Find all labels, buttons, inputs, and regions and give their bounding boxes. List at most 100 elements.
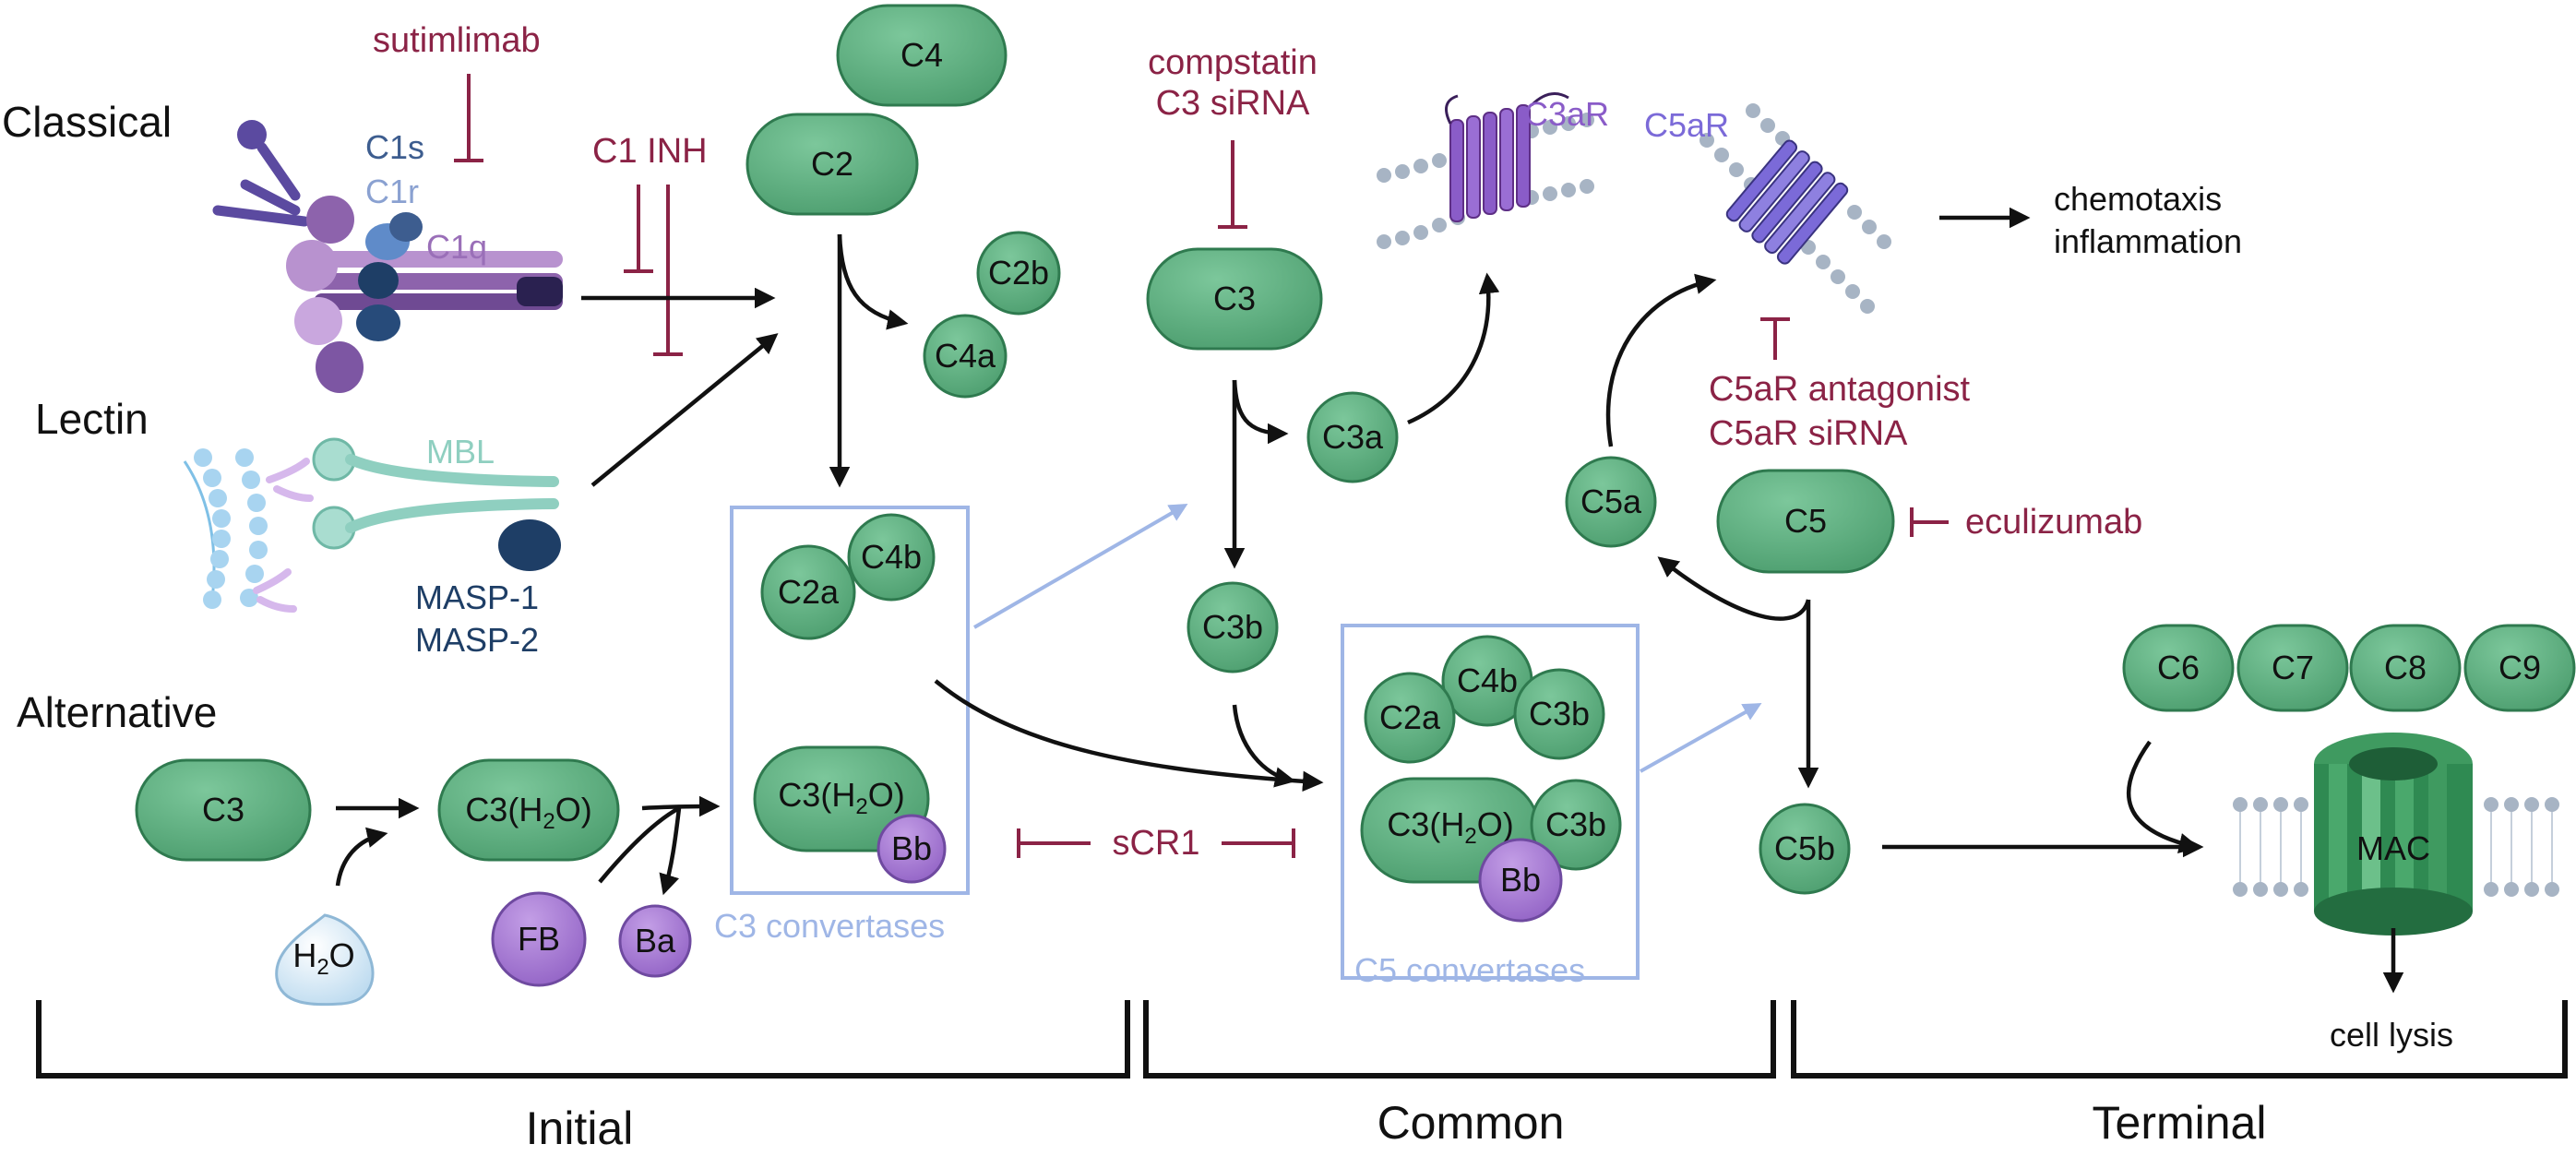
c1-inh-inhibition-marker [624, 185, 683, 356]
c4b-label: C4b [861, 538, 922, 576]
c3-protein: C3 [1146, 247, 1323, 351]
c2-to-c4a-arrow [837, 233, 909, 330]
c2-label: C2 [811, 145, 853, 183]
mac-pore-icon: MAC [2233, 733, 2559, 936]
c5-c3b-label: C3b [1529, 695, 1590, 733]
alternative-pathway-label: Alternative [17, 688, 217, 736]
c5-c2a-label: C2a [1379, 698, 1441, 736]
c1-complex-icon [286, 196, 563, 393]
c3-convertases-label: C3 convertases [714, 907, 945, 945]
compstatin-label: compstatin [1148, 43, 1318, 82]
c3b-to-c5-convertase-arrow [1232, 704, 1296, 788]
c3-sirna-label: C3 siRNA [1156, 84, 1310, 123]
c9-protein: C9 [2463, 624, 2576, 712]
bb-label: Bb [891, 829, 932, 867]
ba-label: Ba [635, 922, 676, 959]
c5a-protein: C5a [1565, 456, 1657, 548]
c3a-label: C3a [1322, 418, 1384, 456]
c1-inh-label: C1 INH [592, 132, 708, 171]
lectin-to-c2-arrow [590, 333, 779, 487]
c5-to-c5a-arrow [1657, 556, 1811, 621]
antibody-icon [212, 120, 310, 227]
c6-c9-to-mac-arrow [2126, 740, 2200, 854]
eculizumab-label: eculizumab [1965, 503, 2142, 542]
common-stage-label: Common [1377, 1097, 1565, 1149]
c5a-label: C5a [1580, 483, 1642, 520]
c6-protein: C6 [2122, 624, 2235, 712]
c5ar-label: C5aR [1644, 106, 1729, 144]
c7-label: C7 [2272, 649, 2314, 686]
c4-label: C4 [900, 36, 943, 74]
terminal-stage-bracket [1791, 1000, 2568, 1079]
ba-protein: Ba [618, 904, 692, 978]
c8-label: C8 [2384, 649, 2427, 686]
c4-protein: C4 [836, 4, 1008, 107]
c1q-label: C1q [426, 228, 487, 266]
h2o-label: H2O [292, 936, 354, 980]
c5-bb-label: Bb [1500, 861, 1541, 899]
classical-pathway-label: Classical [2, 98, 172, 146]
terminal-stage-label: Terminal [2093, 1097, 2267, 1149]
c3-convertase-to-c5-convertase-arrow [934, 679, 1324, 793]
cell-membrane-icon [183, 448, 314, 613]
c3h2o-protein: C3(H2O) [437, 758, 620, 862]
c6-label: C6 [2157, 649, 2200, 686]
water-to-reaction-arrow [335, 827, 388, 887]
c7-protein: C7 [2236, 624, 2349, 712]
common-stage-bracket [1143, 1000, 1776, 1079]
c3h2o-to-convertase-arrow [641, 795, 721, 817]
c3b-label: C3b [1202, 608, 1263, 646]
c3-to-c3a-arrow [1232, 379, 1289, 445]
c3h2o-alt-label: C3(H2O) [465, 791, 591, 834]
c5b-protein: C5b [1759, 803, 1851, 895]
ba-release-arrow [659, 807, 682, 896]
masp1-label: MASP-1 [415, 578, 539, 616]
fb-label: FB [518, 920, 560, 958]
c2a-c4b-c3b-complex: C4b C2a C3b [1364, 635, 1605, 764]
fb-binding-line [598, 806, 681, 884]
inflammation-label: inflammation [2054, 222, 2242, 260]
c2b-protein: C2b [976, 231, 1061, 316]
c3-convertase-to-c3-arrow [972, 503, 1188, 629]
c3a-protein: C3a [1306, 391, 1399, 483]
c3h2o-bb-c3b-complex: C3(H2O) C3b Bb [1360, 777, 1622, 923]
c4a-protein: C4a [923, 314, 1008, 399]
c5-convertases-label: C5 convertases [1354, 951, 1585, 989]
c5b-label: C5b [1774, 829, 1835, 867]
c3h2o-label: C3(H2O) [778, 776, 904, 819]
water-molecule: H2O [275, 913, 375, 1007]
c1s-label: C1s [365, 128, 424, 166]
sutimlimab-inhibition-marker [454, 74, 483, 162]
chemotaxis-label: chemotaxis [2054, 180, 2222, 218]
c5-convertase-box [1341, 624, 1640, 980]
sutimlimab-label: sutimlimab [373, 21, 541, 60]
c5a-to-c5ar-arrow [1605, 273, 1717, 447]
scr1-inhibition-marker [1017, 828, 1295, 858]
c3a-to-c3ar-arrow [1407, 272, 1500, 425]
c5-protein: C5 [1716, 469, 1895, 574]
c5-c3b2-label: C3b [1545, 805, 1606, 843]
mbl-icon [312, 437, 559, 550]
masp2-label: MASP-2 [415, 621, 539, 659]
c3h2o-bb-complex: C3(H2O) Bb [753, 745, 947, 884]
c5ar-sirna-label: C5aR siRNA [1709, 414, 1908, 453]
c5-c4b-label: C4b [1457, 661, 1518, 699]
c3ar-receptor-icon [1377, 92, 1594, 249]
c3b-protein: C3b [1187, 581, 1279, 673]
mbl-label: MBL [426, 433, 495, 471]
c9-label: C9 [2498, 649, 2541, 686]
c5-convertase-to-c5-arrow [1640, 703, 1762, 773]
c5ar-receptor-icon [1699, 103, 1891, 314]
eculizumab-inhibition-marker [1910, 507, 1949, 537]
initial-stage-label: Initial [526, 1102, 634, 1151]
c2a-label: C2a [778, 573, 840, 611]
c8-protein: C8 [2349, 624, 2462, 712]
c5-c3h2o-label: C3(H2O) [1387, 805, 1513, 849]
c3-label: C3 [1213, 280, 1256, 317]
c4a-label: C4a [935, 337, 996, 375]
c3ar-label: C3aR [1524, 95, 1609, 133]
mac-label: MAC [2356, 829, 2430, 867]
c2b-label: C2b [988, 254, 1049, 292]
